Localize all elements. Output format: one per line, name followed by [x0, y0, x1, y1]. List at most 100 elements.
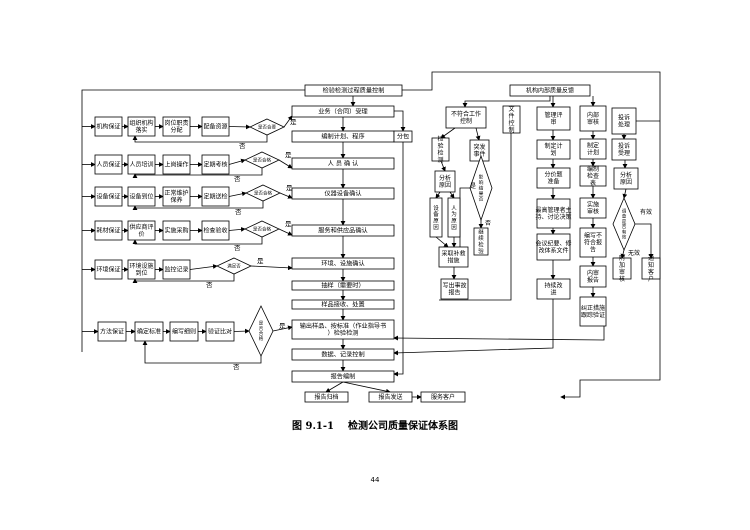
- decision-1-label: 是否合要: [258, 123, 276, 130]
- yes-arrow-2: [278, 159, 293, 169]
- flow-1-step-4: [201, 116, 230, 137]
- flow-3-step-4-label: 定期送检: [203, 192, 227, 200]
- flow-5-step-3-label: 监控记录: [164, 265, 188, 273]
- internal-audit-7-label: 纠正措施跟踪验证: [581, 304, 605, 319]
- inspection-box-label: 检验检测: [437, 135, 443, 164]
- flow-6-step-3-label: 编写细则: [172, 327, 196, 335]
- flow-3-step-2-label: 设备到位: [129, 192, 153, 200]
- yes-arrow-1: [283, 115, 293, 128]
- process-4: [291, 187, 395, 200]
- internal-audit-2-label: 制定计划: [587, 142, 599, 157]
- remedy-box: [438, 246, 469, 268]
- flow-2-step-2: [127, 154, 156, 175]
- subcontract-to-report: [393, 142, 404, 377]
- decision-1: [249, 118, 285, 136]
- extra-audit-box-label: 附加审核: [619, 254, 625, 283]
- notify-client-box: [641, 257, 661, 280]
- yes-label-1: 是: [290, 118, 297, 126]
- process-11-label: 报告编制: [331, 373, 356, 381]
- process-7-label: 抽样（需要时）: [321, 282, 364, 290]
- impact-decision: [469, 154, 493, 222]
- to-decision-4: [228, 226, 246, 232]
- flow-1-step-4-label: 配备资源: [203, 122, 227, 130]
- process-1-label: 业务（合同）受理: [318, 108, 368, 116]
- report-to-send: [342, 381, 391, 394]
- decision-6-label: 是否合格: [259, 321, 264, 343]
- emergency-box-label: 突发事件: [473, 143, 485, 158]
- process-3: [291, 157, 395, 170]
- no-label-4: 否: [234, 244, 241, 252]
- decision-4: [244, 220, 280, 238]
- flow-3-step-1: [94, 186, 123, 207]
- equipment-cause-box: [429, 197, 443, 238]
- decision-5: [216, 257, 252, 275]
- mgmt-review-2: [536, 139, 571, 160]
- outer-feedback-line: [402, 71, 661, 400]
- yes-label-5: 是: [257, 257, 264, 265]
- output-3: [420, 391, 466, 403]
- yes-label-3: 是: [286, 184, 293, 192]
- process-6-label: 环境、设施确认: [321, 260, 364, 268]
- flow-2-step-2-label: 人员培训: [129, 160, 153, 168]
- process-3-label: 人 员 确 认: [328, 160, 359, 168]
- no-label-1: 否: [239, 142, 246, 150]
- internal-audit-5: [579, 227, 607, 258]
- analyze-to-human: [449, 191, 455, 199]
- human-cause-box: [447, 197, 461, 238]
- doc-control-box: [502, 105, 521, 134]
- flow-4-step-4-label: 检查验收: [203, 226, 227, 234]
- mgmt-review-1: [536, 106, 571, 131]
- no-label-3: 否: [235, 208, 242, 216]
- flow-2-step-3: [162, 154, 191, 175]
- complaint-2-label: 投诉受理: [618, 142, 630, 157]
- to-decision-1: [228, 124, 251, 130]
- to-decision-6: [233, 328, 250, 334]
- flow-2-step-1: [94, 154, 123, 175]
- doc-control-box-label: 文件控制: [508, 105, 514, 134]
- output-1-label: 报告归档: [314, 393, 338, 401]
- flow-3-step-3: [162, 186, 191, 207]
- yes-arrow-5: [250, 265, 293, 271]
- process-9: [291, 319, 395, 340]
- caption-number: 图 9.1-1: [292, 421, 334, 432]
- nc-to-inspection: [440, 127, 456, 139]
- nonconform-box-label: 不符合工作控制: [451, 110, 481, 125]
- accident-report-box: [440, 278, 469, 300]
- decision-2: [244, 151, 280, 169]
- internal-feedback-box: [509, 84, 591, 97]
- flow-2-step-4-label: 定期考核: [203, 160, 227, 168]
- flow-4-step-1: [94, 220, 123, 241]
- equip-to-remedy: [435, 236, 449, 248]
- process-11: [291, 370, 395, 383]
- internal-feedback-box-label: 机构内部质量反馈: [526, 86, 574, 94]
- flow-1-step-2: [127, 116, 156, 137]
- internal-audit-6-label: 内审报告: [587, 269, 599, 284]
- process-5: [291, 224, 395, 237]
- mgmt-review-3: [536, 167, 571, 189]
- flow-5-step-2: [127, 259, 156, 280]
- decision-3-label: 是否合格: [254, 189, 272, 196]
- process-10: [291, 348, 395, 361]
- no-arrow-5: [132, 274, 235, 283]
- flow-6-step-4: [205, 321, 235, 342]
- inspection-to-analyze: [440, 160, 446, 172]
- internal-audit-2: [579, 138, 607, 160]
- flow-2-step-4: [201, 154, 230, 175]
- caption-text: 检测公司质量保证体系图: [348, 421, 458, 432]
- no-arrow-1: [132, 135, 268, 143]
- no-arrow-6: [142, 340, 262, 364]
- valid-label: 有效: [640, 208, 652, 216]
- mgmt-review-5-label: 会议纪要、修改体系文件: [535, 240, 571, 255]
- no-label-6: 否: [233, 363, 240, 371]
- continue-box: [473, 227, 489, 256]
- process-1: [291, 105, 395, 118]
- analysis-to-decision: [622, 188, 628, 199]
- equipment-cause-box-label: 设备原因: [433, 204, 439, 231]
- internal-audit-5-label: 编写不符合报告: [584, 232, 602, 254]
- flow-5-step-2-label: 环境设施到位: [129, 262, 153, 277]
- human-cause-box-label: 人为原因: [451, 205, 457, 231]
- improve-to-records: [393, 299, 554, 356]
- mgmt-review-3-label: 分价题准备: [544, 171, 562, 186]
- impact-yes-path: [459, 187, 470, 247]
